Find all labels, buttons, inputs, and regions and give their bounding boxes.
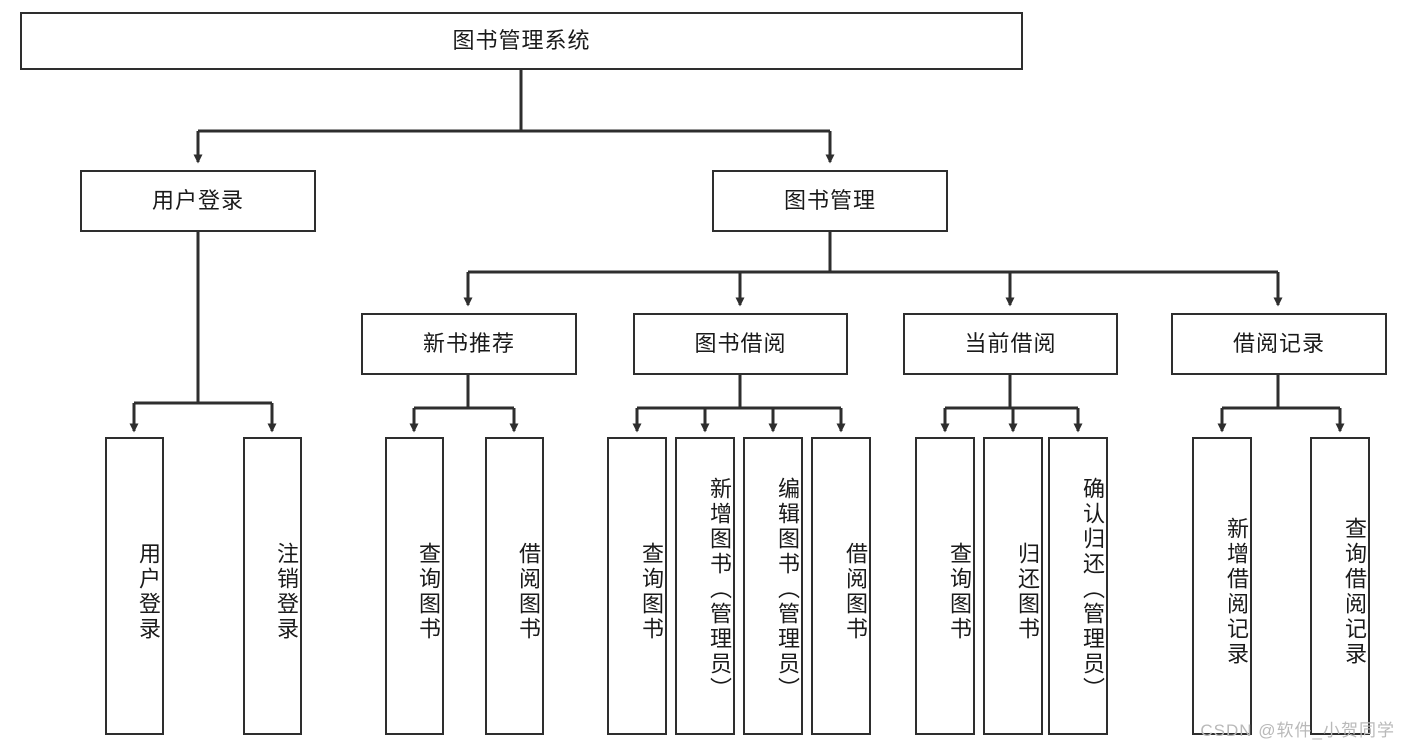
leaf-user-login[interactable]: 用户登录 — [105, 437, 164, 735]
leaf-add-book-admin[interactable]: 新增图书（管理员） — [675, 437, 735, 735]
leaf-borrow-books-newbook[interactable]: 借阅图书 — [485, 437, 544, 735]
node-book-borrow[interactable]: 图书借阅 — [633, 313, 848, 375]
leaf-add-borrow-record[interactable]: 新增借阅记录 — [1192, 437, 1252, 735]
leaf-edit-book-admin[interactable]: 编辑图书（管理员） — [743, 437, 803, 735]
node-current-borrow[interactable]: 当前借阅 — [903, 313, 1118, 375]
leaf-return-books[interactable]: 归还图书 — [983, 437, 1043, 735]
node-user-login[interactable]: 用户登录 — [80, 170, 316, 232]
leaf-query-books-newbook[interactable]: 查询图书 — [385, 437, 444, 735]
leaf-borrow-books-borrow[interactable]: 借阅图书 — [811, 437, 871, 735]
leaf-confirm-return-admin[interactable]: 确认归还（管理员） — [1048, 437, 1108, 735]
node-book-management[interactable]: 图书管理 — [712, 170, 948, 232]
leaf-query-books-borrow[interactable]: 查询图书 — [607, 437, 667, 735]
leaf-query-books-current[interactable]: 查询图书 — [915, 437, 975, 735]
node-new-book-recommend[interactable]: 新书推荐 — [361, 313, 577, 375]
leaf-logout[interactable]: 注销登录 — [243, 437, 302, 735]
node-borrow-records[interactable]: 借阅记录 — [1171, 313, 1387, 375]
leaf-query-borrow-record[interactable]: 查询借阅记录 — [1310, 437, 1370, 735]
watermark-text: CSDN @软件_小贺同学 — [1200, 721, 1395, 740]
node-root[interactable]: 图书管理系统 — [20, 12, 1023, 70]
